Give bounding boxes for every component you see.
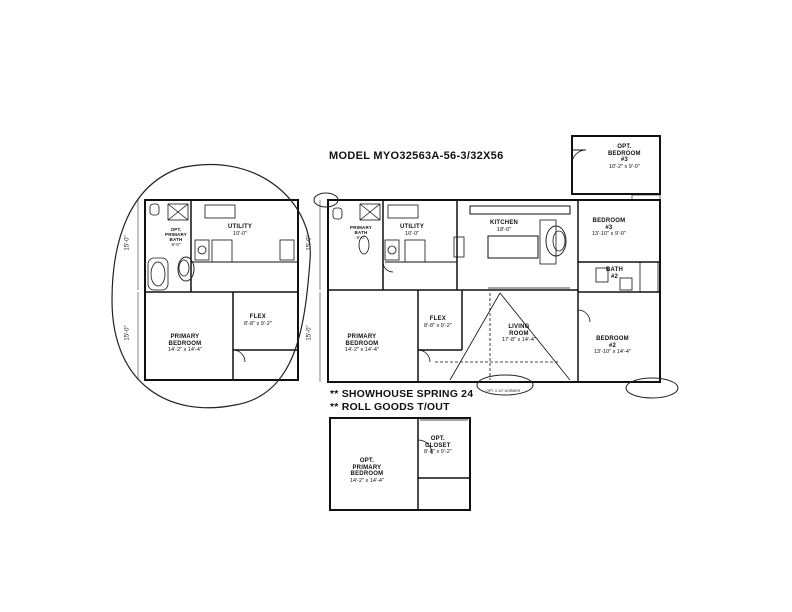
room-name: PRIMARY BATH xyxy=(350,225,372,235)
main-kitchen-label: KITCHEN 18'-0" xyxy=(490,220,518,233)
left-plan-outer-wall xyxy=(144,199,299,381)
room-dim: 14'-2" x 14'-4" xyxy=(345,347,379,354)
left-dim-top: 15'-0" xyxy=(124,235,131,251)
room-name: BEDROOM #3 xyxy=(592,218,626,231)
room-dim: 8'-0" xyxy=(171,241,181,247)
model-title: MODEL MYO32563A-56-3/32X56 xyxy=(329,150,504,162)
room-dim: 13'-10" x 9'-0" xyxy=(592,231,626,238)
main-primary-bath-label: PRIMARY BATH 8'-0" xyxy=(350,225,372,241)
main-utility-label: UTILITY 10'-0" xyxy=(400,224,424,237)
room-dim: 14'-2" x 14'-4" xyxy=(168,347,202,354)
bottom-opt-primary-bedroom-label: OPT. PRIMARY BEDROOM 14'-2" x 14'-4" xyxy=(350,458,384,484)
left-utility-label: UTILITY 10'-0" xyxy=(228,224,252,237)
room-dim: 10'-2" x 9'-0" xyxy=(608,163,640,170)
main-bedroom2-label: BEDROOM #2 13'-10" x 14'-4" xyxy=(594,336,631,355)
left-dim-bottom: 15'-0" xyxy=(124,325,131,341)
left-flex-label: FLEX 8'-8" x 9'-2" xyxy=(244,314,272,327)
room-name: OPT. CLOSET xyxy=(425,436,451,449)
dormer-note: OPT. 4'-10" DORMER xyxy=(486,389,521,393)
opt-bedroom3-wall xyxy=(571,135,661,195)
room-dim: 10'-0" xyxy=(405,230,420,237)
bottom-opt-closet-label: OPT. CLOSET 8'-8" x 9'-2" xyxy=(424,436,452,455)
room-dim: 8'-8" x 9'-2" xyxy=(424,322,452,329)
main-bedroom3-label: BEDROOM #3 13'-10" x 9'-0" xyxy=(592,218,626,237)
room-dim: 8'-0" xyxy=(356,234,366,240)
main-dim-bottom: 15'-0" xyxy=(306,325,313,341)
left-primary-bedroom-label: PRIMARY BEDROOM 14'-2" x 14'-4" xyxy=(168,334,202,353)
room-name: KITCHEN xyxy=(490,220,519,226)
room-name: BEDROOM #2 xyxy=(596,336,629,349)
room-dim: 18'-0" xyxy=(497,226,512,233)
room-dim: 14'-2" x 14'-4" xyxy=(350,477,384,484)
room-name: OPT. BEDROOM #3 xyxy=(608,144,641,164)
bottom-plan-outer-wall xyxy=(329,417,471,511)
hand-drawn-circle xyxy=(111,163,311,409)
opt-bedroom3-label: OPT. BEDROOM #3 10'-2" x 9'-0" xyxy=(608,144,641,170)
main-bath2-label: BATH #2 xyxy=(606,267,623,280)
left-opt-primary-bath-label: OPT. PRIMARY BATH 8'-0" xyxy=(165,227,187,248)
room-name: FLEX xyxy=(429,316,446,322)
room-dim: 17'-8" x 14'-4" xyxy=(502,337,536,344)
main-living-room-label: LIVING ROOM 17'-8" x 14'-4" xyxy=(502,324,536,343)
room-name: OPT. PRIMARY BATH xyxy=(165,227,187,242)
room-name: BATH #2 xyxy=(606,267,624,280)
roll-goods-note: ** ROLL GOODS T/OUT xyxy=(330,401,450,413)
main-dim-top: 15'-0" xyxy=(306,235,313,251)
room-name: UTILITY xyxy=(228,224,253,230)
room-name: UTILITY xyxy=(400,224,425,230)
room-name: PRIMARY BEDROOM xyxy=(345,334,379,347)
room-name: OPT. PRIMARY BEDROOM xyxy=(350,458,384,478)
room-dim: 8'-8" x 9'-2" xyxy=(244,320,272,327)
main-plan-outer-wall xyxy=(327,199,661,383)
room-name: FLEX xyxy=(249,314,266,320)
main-flex-label: FLEX 8'-8" x 9'-2" xyxy=(424,316,452,329)
room-dim: 13'-10" x 14'-4" xyxy=(594,349,631,356)
room-name: LIVING ROOM xyxy=(508,324,530,337)
room-name: PRIMARY BEDROOM xyxy=(168,334,202,347)
room-dim: 8'-8" x 9'-2" xyxy=(424,449,452,456)
room-dim: 10'-0" xyxy=(233,230,248,237)
showhouse-note: ** SHOWHOUSE SPRING 24 xyxy=(330,388,474,400)
main-primary-bedroom-label: PRIMARY BEDROOM 14'-2" x 14'-4" xyxy=(345,334,379,353)
